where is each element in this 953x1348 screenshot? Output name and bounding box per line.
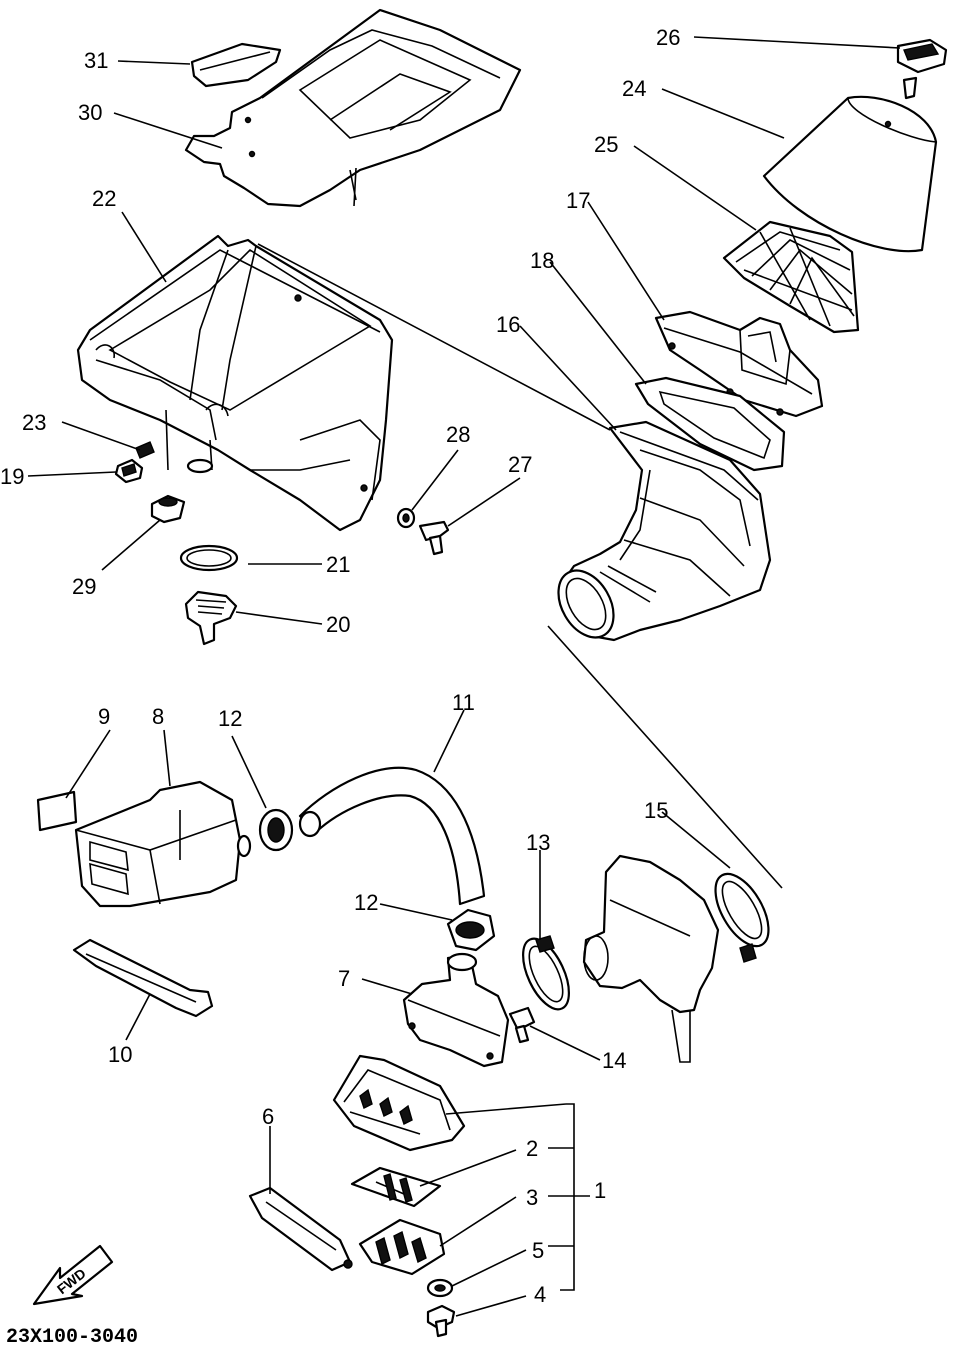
part-27-bolt [418, 520, 450, 556]
callout-9: 9 [98, 704, 110, 729]
part-6-gasket [248, 1186, 353, 1272]
callout-18: 18 [530, 248, 554, 273]
part-13-clamp [522, 935, 570, 1011]
part-28-washer [396, 507, 416, 529]
callout-numbers: 31 30 22 23 19 29 21 20 28 27 26 24 25 1… [0, 25, 680, 1307]
callout-8: 8 [152, 704, 164, 729]
diagram-code: 23X100-3040 [6, 1326, 138, 1348]
part-29-collar [150, 494, 186, 524]
callout-25: 25 [594, 132, 618, 157]
part-15-clamp [714, 872, 770, 963]
callout-24: 24 [622, 76, 646, 101]
callout-27: 27 [508, 452, 532, 477]
callout-4: 4 [534, 1282, 546, 1307]
callout-5: 5 [532, 1238, 544, 1263]
part-10-strap [72, 938, 214, 1018]
callout-13: 13 [526, 830, 550, 855]
part-4-screw [426, 1304, 456, 1338]
part-24-air-filter-element [762, 95, 938, 253]
part-reed-valve-body [332, 1054, 466, 1152]
assembly-line [547, 625, 783, 889]
part-14-screw [508, 1006, 536, 1044]
part-25-filter-cage [722, 220, 860, 334]
callout-10: 10 [108, 1042, 132, 1067]
callout-29: 29 [72, 574, 96, 599]
part-9-label [36, 790, 78, 832]
part-7-reed-valve-housing [402, 952, 510, 1068]
callout-31: 31 [84, 48, 108, 73]
part-11-intake-hose [298, 766, 486, 906]
part-23-screw [135, 441, 155, 459]
callout-6: 6 [262, 1104, 274, 1129]
part-8-silencer [74, 780, 252, 908]
part-22-air-box [76, 234, 611, 532]
callout-17: 17 [566, 188, 590, 213]
callout-16: 16 [496, 312, 520, 337]
callout-19: 19 [0, 464, 24, 489]
part-26-filter-bolt [896, 38, 948, 100]
fwd-arrow-icon: FWD [32, 1244, 114, 1306]
part-17-filter-holder [654, 310, 824, 418]
part-21-o-ring [179, 544, 239, 572]
part-3-reed-stopper [358, 1218, 446, 1276]
callout-20: 20 [326, 612, 350, 637]
part-20-drain-cap [184, 590, 238, 646]
callout-28: 28 [446, 422, 470, 447]
callout-30: 30 [78, 100, 102, 125]
part-16-intake-joint [557, 420, 772, 642]
callout-1: 1 [594, 1178, 606, 1203]
carburetor-outline [582, 854, 720, 1063]
callout-2: 2 [526, 1136, 538, 1161]
callout-26: 26 [656, 25, 680, 50]
callout-12-upper: 12 [218, 706, 242, 731]
callout-23: 23 [22, 410, 46, 435]
callout-21: 21 [326, 552, 350, 577]
callout-15: 15 [644, 798, 668, 823]
callout-7: 7 [338, 966, 350, 991]
part-19-grommet [114, 458, 144, 484]
callout-11: 11 [452, 690, 475, 715]
part-5-washer [426, 1278, 454, 1298]
part-30-top-cover [184, 8, 522, 208]
part-18-gasket [634, 376, 786, 472]
part-31-cover-plate [190, 42, 282, 88]
callout-22: 22 [92, 186, 116, 211]
part-12-clamp-lower [446, 908, 496, 952]
callout-3: 3 [526, 1185, 538, 1210]
part-2-reed-petal [350, 1166, 442, 1208]
leader-lines [27, 36, 901, 1317]
callout-14: 14 [602, 1048, 626, 1073]
callout-12-lower: 12 [354, 890, 378, 915]
part-12-clamp-upper [258, 808, 294, 852]
